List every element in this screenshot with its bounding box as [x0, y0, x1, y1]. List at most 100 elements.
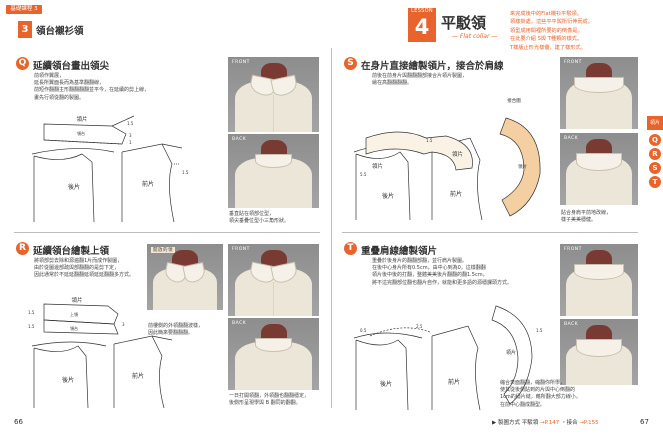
label-back-body: 後片	[380, 380, 392, 388]
flat-collar	[574, 77, 624, 93]
section-t-photo-back: BACK	[560, 319, 638, 385]
dim-15: 1.5	[536, 328, 543, 333]
dim-15-a: 1.5	[28, 310, 35, 315]
section-divider-right	[342, 232, 638, 233]
chapter-tab: 基礎課程 3	[6, 5, 42, 14]
section-t-pattern-diagram: 領片 後片 前片 0.5 2.5 1.5	[353, 305, 543, 411]
section-s-badge: S	[344, 57, 357, 70]
side-index-tab[interactable]: 領片	[647, 116, 663, 130]
section-q-pattern-diagram: 領片 領台 1.5 3 1 後片 前片 1.5	[31, 115, 189, 223]
section-t-badge: T	[344, 242, 357, 255]
section-q-photo-back: BACK	[228, 134, 319, 208]
label-front-body: 前片	[142, 180, 154, 188]
section-s-caption: 貼合身肩平前地改線， 樣子美美穩健。	[561, 210, 612, 224]
shirt-placket	[272, 282, 275, 316]
label-front-body: 前片	[448, 378, 460, 386]
section-r-photo-front: FRONT	[228, 244, 319, 316]
section-s-photo-back: BACK	[560, 133, 638, 205]
section-t-text: 重疊於後身片的翻翻部翻，並行肩片製圖。 在後中心身片所有0.5cm，由中心到為0…	[372, 258, 513, 286]
section-s-pattern-diagram: 接合圖 領片 領片 領片 後片 前片 5.5 1.5	[353, 97, 541, 221]
label-stand: 領台	[70, 325, 78, 331]
footer-ref-sep: ・接合	[561, 420, 578, 426]
footer-ref-prefix: ▶ 製圖方式 平駁領	[492, 420, 539, 426]
footer-ref-link-b[interactable]: →P.155	[579, 420, 599, 426]
section-q-caption: 垂直貼在領部位型， 領尖垂疊位型小三角形狀。	[229, 211, 290, 225]
section-q-badge: Q	[16, 57, 29, 70]
photo-label-back: BACK	[564, 136, 579, 141]
label-front-body: 前片	[132, 372, 144, 380]
side-index-s[interactable]: S	[649, 162, 661, 174]
section-s-photo-front: FRONT	[560, 57, 638, 129]
side-index-q[interactable]: Q	[649, 134, 661, 146]
footer-ref-link-a[interactable]: →P.147	[539, 420, 560, 426]
dim-3: 3	[122, 322, 125, 327]
label-collar-front: 領片	[452, 150, 463, 158]
back-collar	[255, 338, 292, 352]
lesson-number: 4	[414, 15, 430, 39]
dim-55: 5.5	[360, 172, 367, 177]
section-t-caption: 縮合表面翻翻，縮翻你所學， 使其從後側貼到的片與中心倒翻的 1cm的穩片縫，藉所…	[500, 380, 581, 408]
dim-25: 2.5	[416, 324, 423, 329]
label-front-body: 前片	[450, 190, 462, 198]
lesson-subtitle: — Flat collar —	[452, 33, 498, 40]
photo-label-open: 開放的領	[151, 247, 175, 253]
photo-label-front: FRONT	[232, 247, 250, 252]
dim-15-b: 1.5	[182, 170, 189, 175]
dim-3: 3	[129, 133, 132, 138]
back-collar	[255, 154, 292, 168]
lesson-description: 來完成後中的Flat襯衫平駁領。 領樣掛處，這些平平與所衍伸而成。 領型成用間裡…	[510, 11, 594, 51]
label-joined: 接合圖	[507, 97, 521, 104]
section-q-photo-front: FRONT	[228, 57, 319, 132]
section-r-text: 將領部剪去除和源遍翻1片而成作製圖， 由於從圖邊部疏與部翻翻的是剪下定， 因此通…	[34, 258, 135, 279]
side-index-t[interactable]: T	[649, 176, 661, 188]
shirt-placket	[272, 95, 275, 132]
photo-label-front: FRONT	[564, 60, 582, 65]
dim-15-a: 1.5	[127, 121, 134, 126]
lesson-title: 平駁領	[441, 14, 487, 32]
section-r-caption-2: 一日打開領翻，外領翻也翻翻穩定， 後側形呈現學與 B 翻同的翻翻。	[229, 393, 310, 407]
section-q-text: 前領作翼展， 延長所翼面長而為基準翻翻線， 前短作翻翻主形翻翻翻翻並平今，在延續…	[34, 73, 150, 101]
page-gutter	[331, 48, 332, 408]
lesson-word: LESSON	[411, 8, 433, 14]
label-back-body: 後片	[382, 192, 394, 200]
section-r-title: 延續領台繪製上領	[33, 246, 110, 257]
label-collar: 領片	[372, 162, 383, 170]
label-stand: 領台	[77, 130, 85, 136]
label-collar-joined: 領片	[518, 163, 527, 170]
photo-label-back: BACK	[564, 322, 579, 327]
section-r-photo-back: BACK	[228, 318, 319, 390]
side-index-r[interactable]: R	[649, 148, 661, 160]
dim-1: 1	[129, 140, 132, 145]
section-r-badge: R	[16, 242, 29, 255]
back-collar	[575, 339, 623, 357]
page-number-right: 67	[640, 418, 649, 426]
section-q-title: 延續領台畫出領尖	[33, 61, 110, 72]
photo-label-back: BACK	[232, 321, 247, 326]
chapter-title: 領台襯衫領	[36, 26, 84, 37]
label-collar: 領片	[76, 115, 87, 123]
label-collar: 領片	[506, 349, 516, 356]
section-r-caption-1: 前樓側的外領翻翻波樣， 因此簡來要翻翻翻。	[148, 323, 204, 337]
dim-05: 0.5	[360, 328, 367, 333]
section-s-title: 在身片直接繪製領片，接合於肩線	[361, 61, 504, 72]
flat-collar	[574, 264, 624, 280]
dim-15: 1.5	[426, 138, 433, 143]
lesson-badge: LESSON 4	[408, 8, 436, 42]
photo-label-front: FRONT	[232, 60, 250, 65]
section-r-photo-open: 開放的領	[147, 244, 223, 310]
page-number-left: 66	[14, 418, 23, 426]
label-collar: 領片	[71, 296, 82, 304]
label-upper-collar: 上領	[70, 311, 78, 317]
section-s-text: 前後在前身片與翻翻翻部接合片領片製圖， 繪在高翻翻翻翻。	[372, 73, 468, 87]
photo-label-back: BACK	[232, 137, 247, 142]
back-collar	[575, 153, 623, 171]
section-divider-left	[14, 232, 320, 233]
section-r-pattern-diagram: 領片 上領 領台 1.5 1.5 3 後片 前片	[28, 296, 173, 409]
chapter-number-badge: 3	[18, 21, 32, 38]
photo-label-front: FRONT	[564, 247, 582, 252]
dim-15-b: 1.5	[28, 324, 35, 329]
section-t-photo-front: FRONT	[560, 244, 638, 316]
label-back-body: 後片	[68, 183, 80, 191]
footer-reference: ▶ 製圖方式 平駁領 →P.147 ・接合 →P.155	[492, 418, 599, 426]
label-back-body: 後片	[62, 376, 74, 384]
